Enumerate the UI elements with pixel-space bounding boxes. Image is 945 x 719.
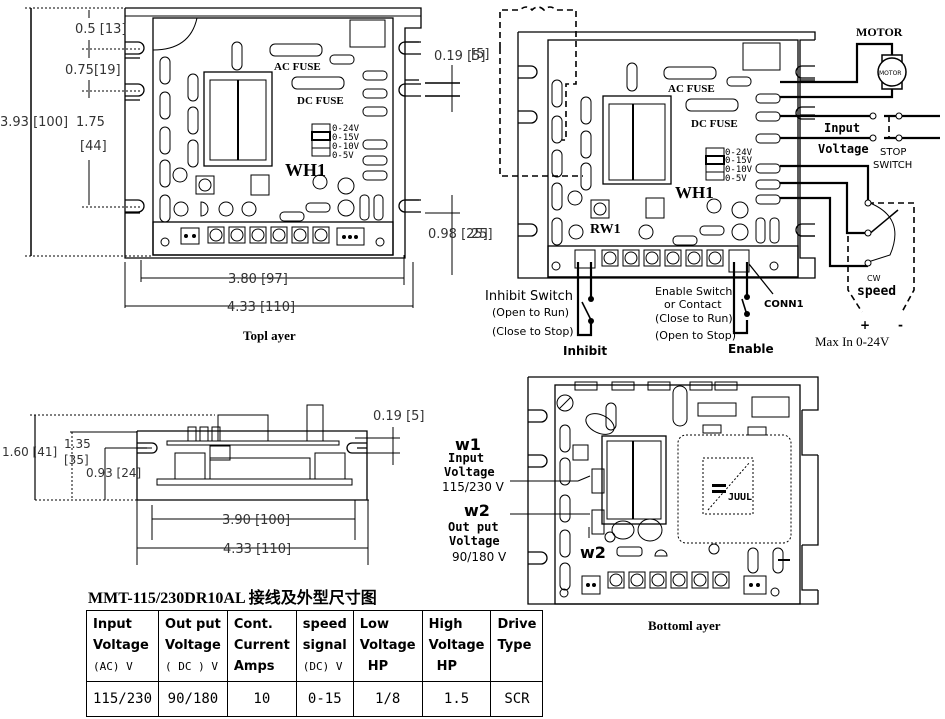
- w1-input-label: Input: [448, 451, 484, 465]
- w1-value: 115/230 V: [442, 480, 505, 494]
- inhibit-switch-label: Inhibit Switch: [485, 289, 573, 304]
- wiring-lines: [576, 42, 940, 337]
- w1-voltage-label: Voltage: [444, 465, 495, 479]
- enable-switch-label: Enable Switch: [655, 285, 732, 298]
- rectifier-symbol-text: JUUL: [728, 492, 752, 503]
- input-label: Input: [824, 121, 860, 135]
- voltage-label: Voltage: [818, 142, 869, 156]
- cell-cont-current: 10: [226, 681, 297, 717]
- cell-output-voltage: 90/180: [158, 681, 228, 717]
- plus-label: +: [860, 318, 870, 332]
- top-layer-dimensions: [25, 7, 460, 308]
- enable-close-run: (Close to Run): [655, 312, 733, 325]
- wiring-jumper-24v: 0-24V: [725, 148, 753, 158]
- bottom-layer-caption: Bottoml ayer: [648, 618, 721, 633]
- inhibit-open-run: (Open to Run): [492, 306, 569, 319]
- w2-voltage-label: Voltage: [449, 534, 500, 548]
- wiring-jumper-15v: 0-15V: [725, 156, 753, 166]
- w2-output-label: Out put: [448, 520, 499, 534]
- dim-0-19: 0.19 [5]: [434, 49, 486, 64]
- jumper-label-5v: 0-5V: [332, 151, 354, 161]
- wiring-trimpots: [601, 249, 724, 267]
- cell-input-voltage: 115/230: [85, 681, 160, 717]
- cell-speed-signal: 0-15: [295, 681, 354, 717]
- wh1-label: WH1: [285, 160, 326, 180]
- dim-4-33: 4.33 [110]: [227, 300, 295, 315]
- conn1-label: CONN1: [764, 299, 804, 310]
- wiring-dc-fuse-label: DC FUSE: [691, 118, 738, 130]
- dim-44: [44]: [80, 139, 107, 154]
- side-dim-4-33: 4.33 [110]: [223, 542, 291, 557]
- dc-fuse-label: DC FUSE: [297, 95, 344, 107]
- w2-board-marker: w2: [580, 543, 606, 562]
- top-trimpots: [207, 226, 330, 244]
- dim-0-98: 0.98 [25]: [428, 227, 488, 242]
- w2-value: 90/180 V: [452, 550, 507, 564]
- stop-label: STOP: [880, 147, 906, 158]
- dim-0-5: 0.5 [13]: [75, 22, 127, 37]
- bottom-trimpots: [607, 571, 730, 589]
- wiring-jumper-5v: 0-5V: [725, 174, 747, 184]
- side-dim-1-35: 1.35: [64, 437, 91, 451]
- side-dim-3-90: 3.90 [100]: [222, 513, 290, 528]
- cell-low-voltage-hp: 1/8: [352, 681, 423, 717]
- cell-high-voltage-hp: 1.5: [421, 681, 492, 717]
- speed-label: speed: [857, 284, 896, 299]
- wiring-board: [499, 6, 816, 279]
- inhibit-label: Inhibit: [563, 344, 607, 358]
- dim-3-93: 3.93 [100]: [0, 115, 68, 130]
- side-dim-1-60: 1.60 [41]: [2, 445, 57, 459]
- spec-title: MMT-115/230DR10AL 接线及外型尺寸图: [88, 590, 377, 607]
- dim-3-80: 3.80 [97]: [228, 272, 288, 287]
- side-dim-0-19: 0.19 [5]: [373, 409, 425, 424]
- side-dim-0-93: 0.93 [24]: [86, 466, 141, 480]
- motor-title: MOTOR: [856, 25, 903, 39]
- wiring-wh1-label: WH1: [675, 183, 714, 202]
- ac-fuse-label: AC FUSE: [274, 61, 321, 73]
- table-row: 115/230 90/180 10 0-15 1/8 1.5 SCR: [85, 681, 544, 717]
- enable-label: Enable: [728, 342, 774, 356]
- jumper-label-15v: 0-15V: [332, 133, 360, 143]
- jumper-label-24v: 0-24V: [332, 124, 360, 134]
- w2-label: w2: [464, 501, 490, 520]
- bottom-layer-board: JUUL: [510, 376, 819, 605]
- enable-contact-label: or Contact: [664, 298, 722, 311]
- max-in-label: Max In 0-24V: [815, 334, 890, 349]
- side-dim-35: [35]: [64, 453, 89, 467]
- switch-label: SWITCH: [873, 160, 912, 171]
- cell-drive-type: SCR: [490, 681, 544, 717]
- enable-open-stop: (Open to Stop): [655, 329, 736, 342]
- dim-0-75: 0.75[19]: [65, 63, 121, 78]
- motor-icon: [877, 54, 907, 90]
- wiring-dim-5: [5]: [471, 47, 489, 62]
- motor-inner-label: MOTOR: [879, 70, 901, 77]
- top-layer-caption: Topl ayer: [243, 328, 296, 343]
- w1-label: w1: [455, 435, 481, 454]
- wiring-dim-25: 25]: [471, 227, 493, 242]
- cw-label: CW: [867, 274, 881, 283]
- side-view: [30, 404, 400, 565]
- wiring-jumper-10v: 0-10V: [725, 165, 753, 175]
- top-layer-board: [124, 7, 422, 259]
- inhibit-close-stop: (Close to Stop): [492, 325, 574, 338]
- minus-label: -: [898, 318, 903, 332]
- jumper-label-10v: 0-10V: [332, 142, 360, 152]
- wiring-ac-fuse-label: AC FUSE: [668, 83, 715, 95]
- dim-1-75: 1.75: [76, 115, 105, 130]
- rw1-label: RW1: [590, 222, 621, 237]
